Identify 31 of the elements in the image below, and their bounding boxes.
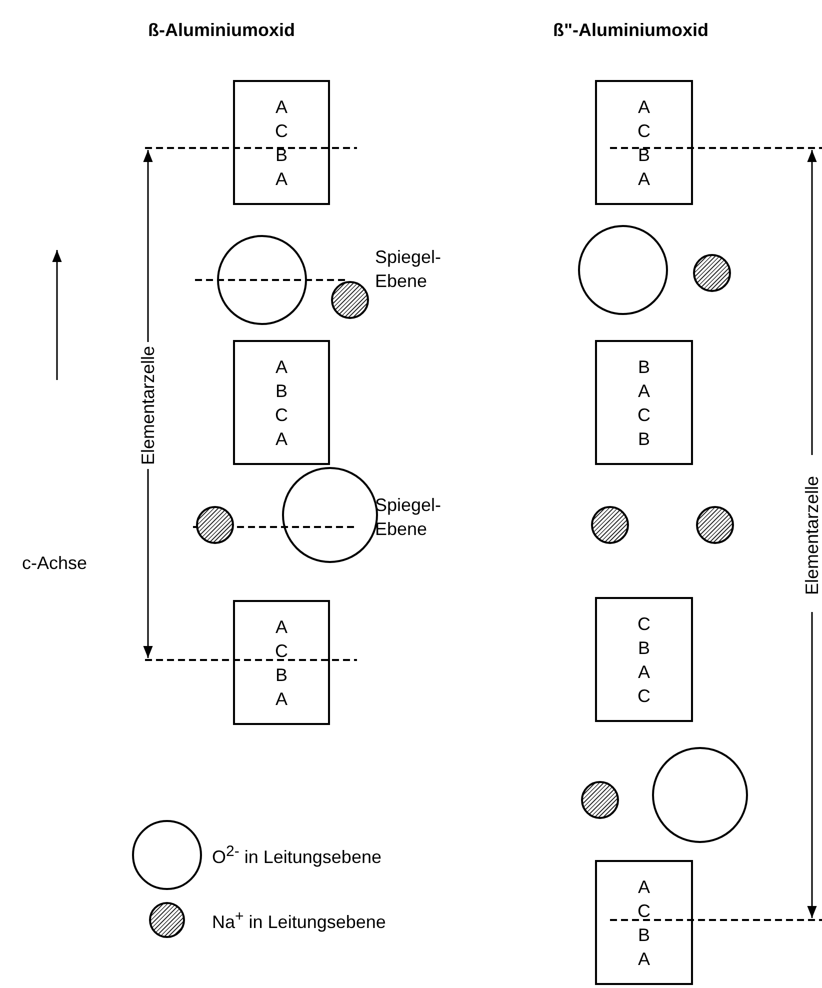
oxygen-ion-circle <box>578 225 668 315</box>
mirror-plane-label: Spiegel-Ebene <box>375 494 442 541</box>
layer-sequence: A C B A <box>636 96 652 190</box>
layer-box <box>595 597 693 722</box>
mirror-plane-label: Spiegel-Ebene <box>375 246 442 293</box>
sodium-ion-circle <box>693 254 731 292</box>
column-heading: ß-Aluminiumoxid <box>148 20 295 41</box>
layer-sequence: A C B A <box>274 96 289 190</box>
sodium-ion-circle <box>591 506 629 544</box>
sodium-ion-circle <box>581 781 619 819</box>
layer-box <box>595 340 693 465</box>
layer-sequence: A B C A <box>274 356 289 450</box>
layer-box <box>233 600 330 725</box>
legend-label: Na$^{+}$ in Leitungsebene <box>212 908 386 933</box>
sodium-ion-circle <box>696 506 734 544</box>
oxygen-ion-circle <box>282 467 378 563</box>
sodium-ion-circle <box>196 506 234 544</box>
layer-box <box>595 80 693 205</box>
legend-label: O$^{2-}$ in Leitungsebene <box>212 843 382 868</box>
sodium-ion-circle <box>331 281 369 319</box>
axis-label: c-Achse <box>22 553 88 574</box>
oxygen-ion-circle <box>652 747 748 843</box>
layer-sequence: B A C B <box>636 356 652 450</box>
layer-sequence: A C B A <box>274 616 289 710</box>
column-heading: ß"-Aluminiumoxid <box>553 20 709 41</box>
layer-box <box>595 860 693 985</box>
layer-box <box>233 340 330 465</box>
oxygen-ion-circle <box>217 235 307 325</box>
layer-sequence: A C B A <box>636 876 652 970</box>
layer-box <box>233 80 330 205</box>
layer-sequence: C B A C <box>636 612 652 708</box>
